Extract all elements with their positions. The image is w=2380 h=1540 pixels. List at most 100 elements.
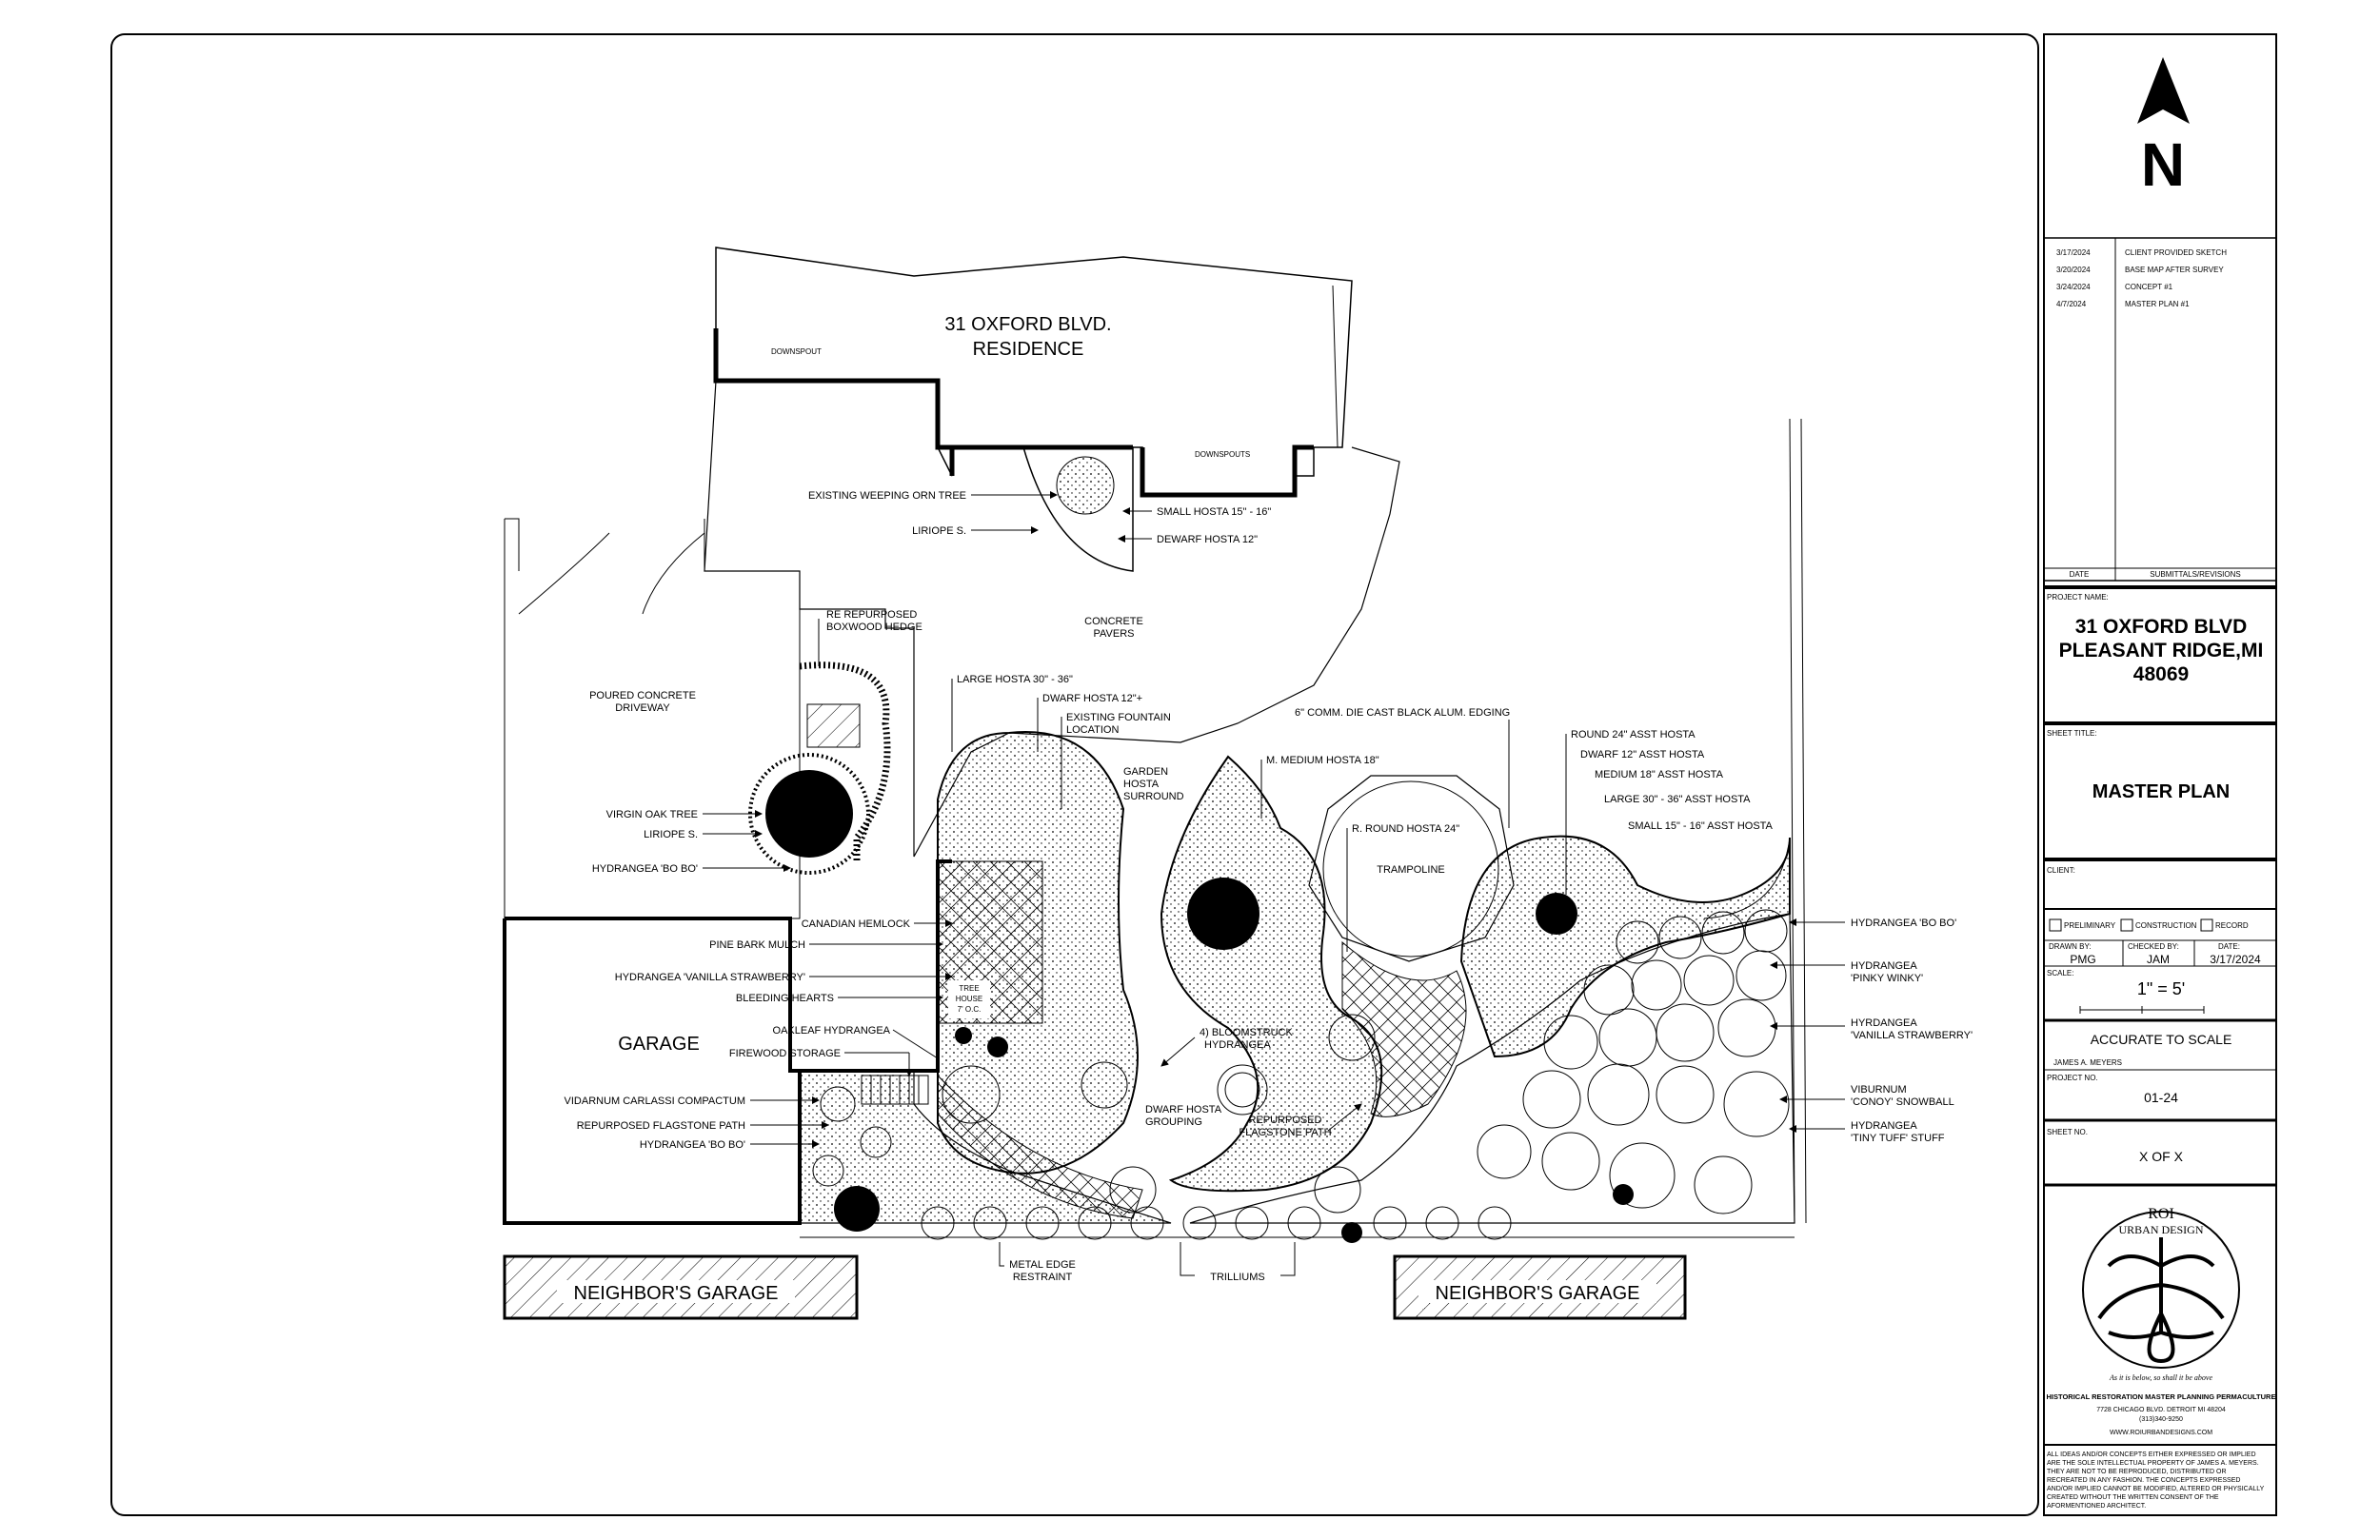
label-repurposed-flagstone-left: REPURPOSED FLAGSTONE PATH (577, 1120, 745, 1132)
label-hydrangea-vanilla-left: HYDRANGEA 'VANILLA STRAWBERRY' (615, 972, 805, 983)
disclaimer-line: CREATED WITHOUT THE WRITTEN CONSENT OF T… (2047, 1494, 2219, 1501)
trampoline-label: TRAMPOLINE (1377, 864, 1445, 876)
label-small-15-asst: SMALL 15" - 16" ASST HOSTA (1628, 820, 1774, 832)
label-pine-bark: PINE BARK MULCH (709, 939, 805, 951)
black-shrub-1 (955, 1027, 972, 1044)
checked-by-label: CHECKED BY: (2128, 942, 2179, 951)
rev-row-desc: MASTER PLAN #1 (2125, 300, 2190, 308)
title-block: N DATE SUBMITTALS/REVISIONS 3/17/2024 CL… (2043, 57, 2277, 1510)
designer-name: JAMES A. MEYERS (2053, 1058, 2122, 1067)
label-vidarnum: VIDARNUM CARLASSI COMPACTUM (565, 1096, 745, 1107)
fountain-square (806, 703, 861, 748)
residence-label-1: 31 OXFORD BLVD. (944, 314, 1111, 335)
label-large-hosta: LARGE HOSTA 30" - 36" (957, 674, 1073, 685)
right-shrub-zone (1189, 913, 1795, 1224)
drawn-by: PMG (2070, 953, 2095, 966)
firm-web: WWW.ROIURBANDESIGNS.COM (2110, 1430, 2212, 1436)
neighbors-garage-left: NEIGHBOR'S GARAGE (503, 1254, 859, 1320)
firm-address: 7728 CHICAGO BLVD. DETROIT MI 48204 (2096, 1407, 2226, 1413)
label-hydrangea-bobo-left: HYDRANGEA 'BO BO' (592, 863, 698, 875)
label-hydrangea-bobo-right: HYDRANGEA 'BO BO' (1851, 918, 1956, 929)
label-round-24: ROUND 24" ASST HOSTA (1571, 729, 1696, 740)
label-poured-concrete-2: DRIVEWAY (615, 702, 670, 714)
tree-house-label-1: TREE (959, 984, 979, 993)
rev-row-desc: BASE MAP AFTER SURVEY (2125, 266, 2224, 274)
record-label: RECORD (2215, 921, 2249, 930)
neighbors-garage-right-label: NEIGHBOR'S GARAGE (1436, 1283, 1640, 1304)
label-re-repurposed-2: BOXWOOD HEDGE (826, 622, 922, 633)
downspouts-label: DOWNSPOUTS (1195, 450, 1250, 459)
lower-left-bed (799, 1070, 1172, 1224)
project-no: 01-24 (2144, 1090, 2178, 1105)
hydrangea-group-left (812, 1014, 1376, 1214)
logo-urban-design: URBAN DESIGN (2118, 1223, 2203, 1236)
trillium-row (921, 1206, 1512, 1240)
central-s-bed (1160, 755, 1383, 1193)
record-checkbox (2200, 918, 2213, 932)
rev-row-desc: CONCEPT #1 (2125, 283, 2173, 291)
label-trilliums: TRILLIUMS (1210, 1272, 1264, 1283)
label-existing-weeping-orn-tree: EXISTING WEEPING ORN TREE (808, 490, 966, 502)
label-liriope-top: LIRIOPE S. (912, 525, 966, 537)
residence-right-line (1332, 285, 1339, 448)
driveway-outline (504, 518, 801, 919)
bloomstruck-tree (1187, 878, 1259, 950)
drawing-border (110, 33, 2039, 1516)
plan-annotations: EXISTING WEEPING ORN TREE LIRIOPE S. SMA… (565, 490, 1973, 1283)
rev-row-date: 4/7/2024 (2056, 300, 2087, 308)
label-firewood: FIREWOOD STORAGE (729, 1048, 841, 1059)
disclaimer-line: AND/OR IMPLIED CANNOT BE MODIFIED, ALTER… (2047, 1486, 2265, 1492)
label-pinky-1: HYDRANGEA (1851, 960, 1917, 972)
label-metal-edge-1: METAL EDGE (1009, 1259, 1076, 1271)
project-name-label: PROJECT NAME: (2047, 593, 2109, 602)
label-small-hosta-top: SMALL HOSTA 15" - 16" (1157, 506, 1271, 518)
titleblock-border (2043, 33, 2277, 1516)
label-liriope-mid: LIRIOPE S. (644, 829, 698, 840)
rev-date-header: DATE (2070, 570, 2090, 579)
virgin-oak-ring (748, 753, 870, 875)
fence-right (1800, 418, 1807, 1224)
tree-house-label-2: HOUSE (956, 995, 982, 1003)
right-black-shrub (1613, 1184, 1634, 1205)
label-concrete-pavers-2: PAVERS (1094, 628, 1135, 640)
label-concrete-pavers-1: CONCRETE (1084, 616, 1143, 627)
disclaimer-line: ALL IDEAS AND/OR CONCEPTS EITHER EXPRESS… (2047, 1451, 2256, 1458)
sheet-title: MASTER PLAN (2092, 781, 2230, 802)
label-pinky-2: 'PINKY WINKY' (1851, 973, 1923, 984)
date-label: DATE: (2218, 942, 2240, 951)
label-garden-hosta-2: HOSTA (1123, 779, 1160, 790)
garage-label: GARAGE (618, 1034, 700, 1055)
scale-value: 1" = 5' (2137, 979, 2185, 998)
tree-house-label-bg (948, 980, 990, 1018)
scale-bar (2079, 1006, 2205, 1014)
black-shrub-4 (1341, 1222, 1362, 1243)
roi-urban-design-logo: ROI URBAN DESIGN As it is below, so shal… (2082, 1206, 2240, 1382)
firm-phone: (313)340-9250 (2139, 1416, 2183, 1423)
existing-fountain-inner (1224, 1072, 1260, 1108)
label-large-30-asst: LARGE 30" - 36" ASST HOSTA (1604, 794, 1751, 805)
right-small-tree (1536, 893, 1577, 935)
preliminary-label: PRELIMINARY (2064, 921, 2116, 930)
black-shrub-2 (987, 1037, 1008, 1057)
label-repurposed-mid-1: REPURPOSED (1248, 1115, 1321, 1126)
checked-by: JAM (2147, 953, 2170, 966)
edging-curve (1703, 837, 1791, 919)
center-flagstone-path (1341, 940, 1467, 1117)
client-label: CLIENT: (2047, 866, 2075, 875)
neighbors-garage-left-label: NEIGHBOR'S GARAGE (574, 1283, 779, 1304)
preliminary-checkbox (2049, 918, 2062, 932)
label-dwarf-hosta-12: DWARF HOSTA 12"+ (1042, 693, 1142, 704)
label-r-round-hosta: R. ROUND HOSTA 24" (1352, 823, 1459, 835)
sheet-no-label: SHEET NO. (2047, 1128, 2088, 1136)
rev-row-date: 3/24/2024 (2056, 283, 2091, 291)
label-garden-hosta-3: SURROUND (1123, 791, 1184, 802)
label-re-repurposed-1: RE REPURPOSED (826, 609, 917, 621)
downspout-label: DOWNSPOUT (771, 347, 822, 356)
construction-checkbox (2120, 918, 2133, 932)
label-canadian-hemlock: CANADIAN HEMLOCK (802, 918, 911, 930)
label-tiny-2: 'TINY TUFF' STUFF (1851, 1133, 1945, 1144)
drawn-by-label: DRAWN BY: (2049, 942, 2092, 951)
label-tiny-1: HYDRANGEA (1851, 1120, 1917, 1132)
label-vanilla-r2: 'VANILLA STRAWBERRY' (1851, 1030, 1973, 1041)
